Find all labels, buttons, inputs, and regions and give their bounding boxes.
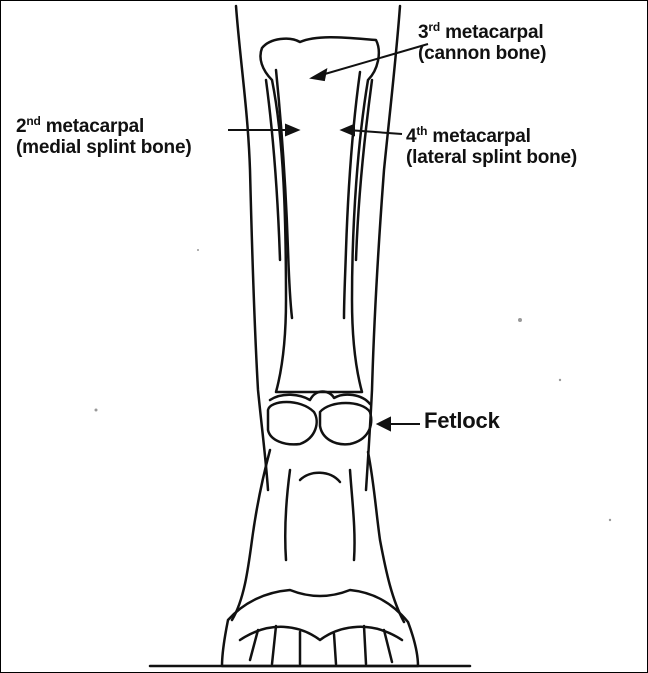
- label-third-sup: rd: [428, 20, 440, 34]
- label-third-metacarpal: 3rd metacarpal (cannon bone): [418, 22, 546, 64]
- label-fourth-detail: (lateral splint bone): [406, 147, 577, 168]
- label-fetlock-name: Fetlock: [424, 408, 500, 433]
- label-fourth-name: metacarpal: [427, 126, 530, 147]
- label-fourth-sup: th: [416, 124, 427, 138]
- label-third-num: 3: [418, 22, 428, 43]
- leader-fourth: [348, 130, 402, 134]
- label-second-metacarpal: 2nd metacarpal (medial splint bone): [16, 116, 191, 158]
- leg-outline-left: [236, 6, 268, 490]
- sesamoid-right: [320, 403, 371, 444]
- label-fetlock: Fetlock: [424, 410, 500, 431]
- label-fourth-num: 4: [406, 126, 416, 147]
- label-second-num: 2: [16, 116, 26, 137]
- label-fourth-metacarpal: 4th metacarpal (lateral splint bone): [406, 126, 577, 168]
- label-third-name: metacarpal: [440, 22, 543, 43]
- label-third-detail: (cannon bone): [418, 43, 546, 64]
- label-second-sup: nd: [26, 114, 40, 128]
- label-second-name: metacarpal: [41, 116, 144, 137]
- label-second-detail: (medial splint bone): [16, 137, 191, 158]
- sesamoid-left: [268, 402, 317, 444]
